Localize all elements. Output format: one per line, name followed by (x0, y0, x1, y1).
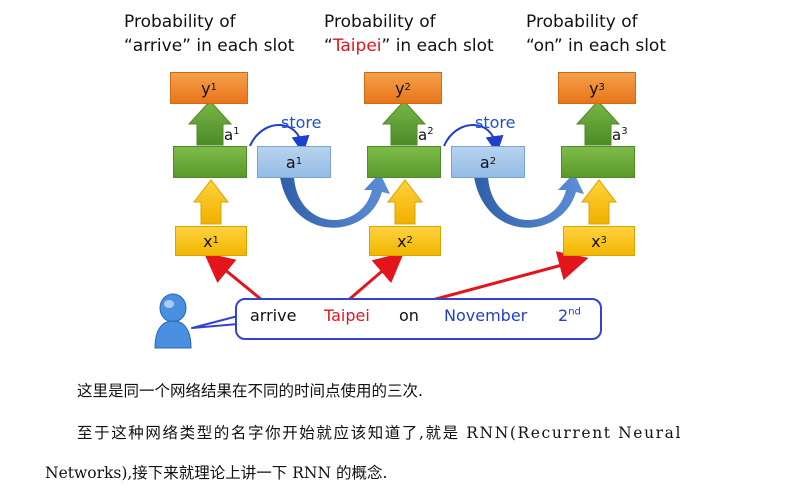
memory-2-label: a (479, 152, 490, 172)
input-2-label: x (397, 231, 407, 251)
caption-1-line2: “arrive” in each slot (124, 34, 294, 58)
caption-1-line1: Probability of (124, 12, 236, 32)
hidden-box-2 (367, 146, 441, 178)
hidden-label-3: a3 (612, 126, 628, 144)
caption-2-line1: Probability of (324, 12, 436, 32)
green-up-arrow-2 (381, 100, 427, 146)
caption-2: Probability of “Taipei” in each slot (324, 10, 494, 58)
word-2nd: 2nd (558, 306, 581, 325)
memory-1-label: a (285, 152, 296, 172)
speech-pointer (191, 315, 239, 329)
caption-3-line2: “on” in each slot (526, 34, 666, 58)
memory-feed-arrow-1 (280, 173, 390, 228)
word-2nd-number: 2 (558, 306, 569, 325)
store-arrow-2 (443, 124, 504, 154)
output-1-label: y (201, 78, 211, 98)
hidden-label-2-index: 2 (427, 126, 434, 137)
paragraph-line-3: Networks),接下来就理论上讲一下 RNN 的概念. (45, 464, 388, 482)
hidden-label-1-base: a (224, 126, 234, 144)
output-2-label: y (395, 78, 405, 98)
caption-2-line2: “Taipei” in each slot (324, 34, 494, 58)
hidden-label-3-index: 3 (621, 126, 628, 137)
yellow-up-arrow-3 (580, 179, 618, 225)
input-1-label: x (203, 231, 213, 251)
word-on: on (399, 306, 419, 325)
green-up-arrow-3 (575, 100, 621, 146)
input-3-label: x (591, 231, 601, 251)
caption-1-tail: in each slot (190, 36, 295, 56)
hidden-label-2: a2 (418, 126, 434, 144)
store-label-1: store (281, 113, 322, 132)
yellow-up-arrow-2 (386, 179, 424, 225)
word-arrow-arrive (203, 252, 269, 307)
word-november: November (444, 306, 528, 325)
word-arrive: arrive (250, 306, 297, 325)
hidden-label-1: a1 (224, 126, 240, 144)
caption-2-highlight: Taipei (332, 36, 382, 56)
person-icon (154, 293, 192, 349)
caption-1: Probability of “arrive” in each slot (124, 10, 294, 58)
word-taipei: Taipei (324, 306, 370, 325)
output-3-label: y (589, 78, 599, 98)
caption-2-tail: ” in each slot (381, 36, 494, 56)
caption-1-word: “arrive” (124, 36, 191, 56)
hidden-box-3 (561, 146, 635, 178)
hidden-label-2-base: a (418, 126, 428, 144)
paragraph-line-1: 这里是同一个网络结果在不同的时间点使用的三次. (77, 382, 423, 400)
caption-3-line1: Probability of (526, 12, 638, 32)
hidden-label-3-base: a (612, 126, 622, 144)
caption-3-tail: in each slot (562, 36, 666, 56)
caption-2-quote: “ (324, 36, 333, 56)
paragraph-line-2: 至于这种网络类型的名字你开始就应该知道了,就是 RNN(Recurrent Ne… (77, 424, 683, 442)
caption-3-word: “on” (526, 36, 563, 56)
word-arrow-taipei (344, 252, 405, 305)
yellow-up-arrow-1 (192, 179, 230, 225)
store-label-2: store (475, 113, 516, 132)
caption-3: Probability of “on” in each slot (526, 10, 666, 58)
word-2nd-suffix: nd (568, 306, 581, 318)
sentence-bubble (235, 298, 602, 340)
hidden-label-1-index: 1 (233, 126, 240, 137)
hidden-box-1 (173, 146, 247, 178)
green-up-arrow-1 (187, 100, 233, 146)
store-arrow-1 (249, 124, 310, 154)
memory-feed-arrow-2 (474, 173, 584, 228)
